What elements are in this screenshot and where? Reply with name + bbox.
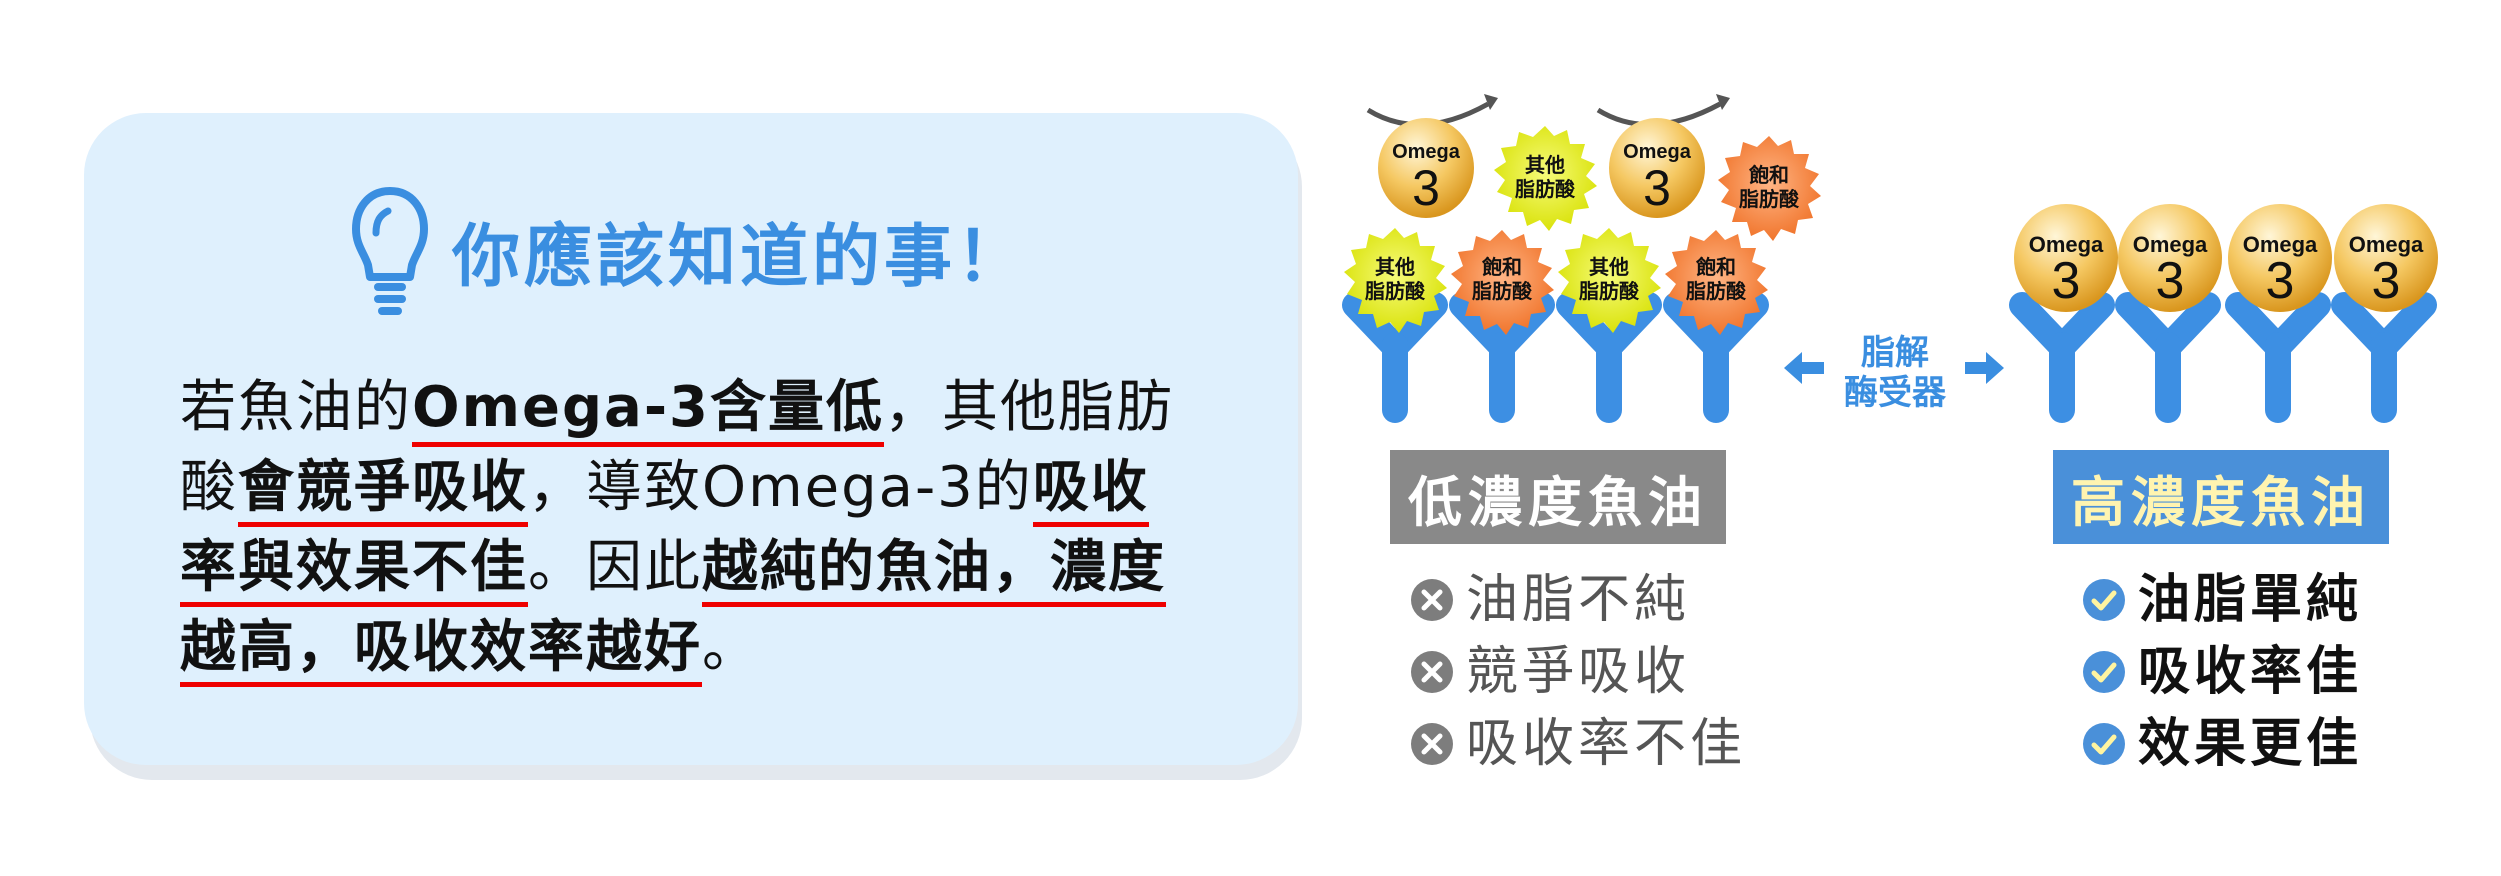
molecule-label: 飽和 bbox=[1482, 255, 1522, 279]
receptor-y-icon bbox=[2128, 305, 2208, 410]
molecule-label: Omega bbox=[2029, 232, 2104, 257]
text-segment: ，其他脂肪 bbox=[884, 375, 1175, 440]
receptor-y-icon bbox=[2238, 305, 2318, 410]
molecule-label: 飽和 bbox=[1696, 255, 1736, 279]
list-item: 油脂不純 bbox=[1410, 564, 1746, 636]
high-concentration-list: 油脂單純 吸收率佳 效果更佳 bbox=[2082, 564, 2362, 780]
omega3-molecule bbox=[2228, 204, 2332, 312]
highlight-segment: 率與效果不佳 bbox=[180, 535, 528, 607]
list-item: 吸收率佳 bbox=[2082, 636, 2362, 708]
text-segment: 。 bbox=[702, 615, 760, 680]
text-segment: 酸 bbox=[180, 455, 238, 520]
highlight-segment: 越純的魚油，濃度 bbox=[702, 535, 1166, 607]
molecule-label: 3 bbox=[2266, 252, 2295, 310]
molecule-label: 其他 bbox=[1525, 153, 1565, 177]
enzyme-label-line: 酶受器 bbox=[1844, 373, 1946, 413]
molecule-label: 脂肪酸 bbox=[1579, 279, 1640, 303]
low-concentration-list: 油脂不純 競爭吸收 吸收率不佳 bbox=[1410, 564, 1746, 780]
list-item: 效果更佳 bbox=[2082, 708, 2362, 780]
omega3-molecule bbox=[2334, 204, 2438, 312]
enzyme-receptor-label: 脂解 酶受器 bbox=[1835, 333, 1955, 413]
x-circle-icon bbox=[1411, 651, 1453, 693]
text-segment: 若魚油的 bbox=[180, 375, 412, 440]
highlight-segment: Omega-3含量低 bbox=[412, 375, 885, 447]
molecule-label: Omega bbox=[2349, 232, 2424, 257]
omega3-molecule bbox=[2014, 204, 2118, 312]
list-item: 吸收率不佳 bbox=[1410, 708, 1746, 780]
check-circle-icon bbox=[2083, 579, 2125, 621]
omega3-molecule bbox=[1609, 118, 1705, 218]
receptor-y-icon bbox=[2022, 305, 2102, 410]
molecule-label: 脂肪酸 bbox=[1515, 177, 1576, 201]
molecule-label: Omega bbox=[2243, 232, 2318, 257]
molecule-label: 脂肪酸 bbox=[1739, 187, 1800, 211]
enzyme-label-line: 脂解 bbox=[1861, 333, 1929, 373]
molecule-label: 3 bbox=[2372, 252, 2401, 310]
list-item: 油脂單純 bbox=[2082, 564, 2362, 636]
left-arrow-icon bbox=[1784, 352, 1824, 384]
x-circle-icon bbox=[1411, 579, 1453, 621]
molecule-label: Omega bbox=[2133, 232, 2208, 257]
molecule-label: 脂肪酸 bbox=[1365, 279, 1426, 303]
check-circle-icon bbox=[2083, 651, 2125, 693]
list-item-text: 競爭吸收 bbox=[1466, 642, 1691, 702]
omega3-molecule bbox=[1378, 118, 1474, 218]
list-item: 競爭吸收 bbox=[1410, 636, 1746, 708]
molecule-label: 飽和 bbox=[1749, 163, 1789, 187]
text-segment: ，導致Omega-3的 bbox=[528, 455, 1033, 520]
body-line-2: 酸會競爭吸收，導致Omega-3的吸收 bbox=[180, 448, 1240, 528]
highlight-segment: 會競爭吸收 bbox=[238, 455, 528, 527]
lightbulb-icon bbox=[352, 187, 428, 315]
receptor-y-icon bbox=[2344, 305, 2424, 410]
highlight-segment: 越高，吸收效率越好 bbox=[180, 615, 702, 687]
highlight-segment: 吸收 bbox=[1032, 455, 1149, 527]
text-segment: 。因此 bbox=[528, 535, 702, 600]
x-circle-icon bbox=[1411, 723, 1453, 765]
info-card bbox=[84, 113, 1298, 765]
card-body: 若魚油的Omega-3含量低，其他脂肪 酸會競爭吸收，導致Omega-3的吸收 … bbox=[180, 368, 1240, 688]
molecule-label: 其他 bbox=[1375, 255, 1415, 279]
molecule-label: Omega bbox=[1392, 141, 1461, 163]
molecule-label: 3 bbox=[1412, 160, 1440, 216]
body-line-4: 越高，吸收效率越好。 bbox=[180, 608, 1240, 688]
card-header: 你應該知道的事！ bbox=[350, 187, 1029, 315]
right-arrow-icon bbox=[1965, 352, 2004, 384]
high-concentration-label: 高濃度魚油 bbox=[2053, 450, 2389, 544]
molecule-label: 3 bbox=[2156, 252, 2185, 310]
molecule-label: 3 bbox=[2052, 252, 2081, 310]
body-line-1: 若魚油的Omega-3含量低，其他脂肪 bbox=[180, 368, 1240, 448]
body-line-3: 率與效果不佳。因此越純的魚油，濃度 bbox=[180, 528, 1240, 608]
molecule-label: 脂肪酸 bbox=[1686, 279, 1747, 303]
check-circle-icon bbox=[2083, 723, 2125, 765]
list-item-text: 吸收率不佳 bbox=[1466, 714, 1747, 774]
low-concentration-label: 低濃度魚油 bbox=[1390, 450, 1726, 544]
list-item-text: 油脂不純 bbox=[1466, 570, 1691, 630]
card-title: 你應該知道的事！ bbox=[452, 217, 1029, 297]
molecule-label: 脂肪酸 bbox=[1472, 279, 1533, 303]
omega3-molecule bbox=[2118, 204, 2222, 312]
list-item-text: 吸收率佳 bbox=[2138, 642, 2363, 702]
molecule-label: Omega bbox=[1623, 141, 1692, 163]
list-item-text: 油脂單純 bbox=[2138, 570, 2363, 630]
list-item-text: 效果更佳 bbox=[2138, 714, 2363, 774]
molecule-label: 3 bbox=[1643, 160, 1671, 216]
molecule-label: 其他 bbox=[1589, 255, 1629, 279]
